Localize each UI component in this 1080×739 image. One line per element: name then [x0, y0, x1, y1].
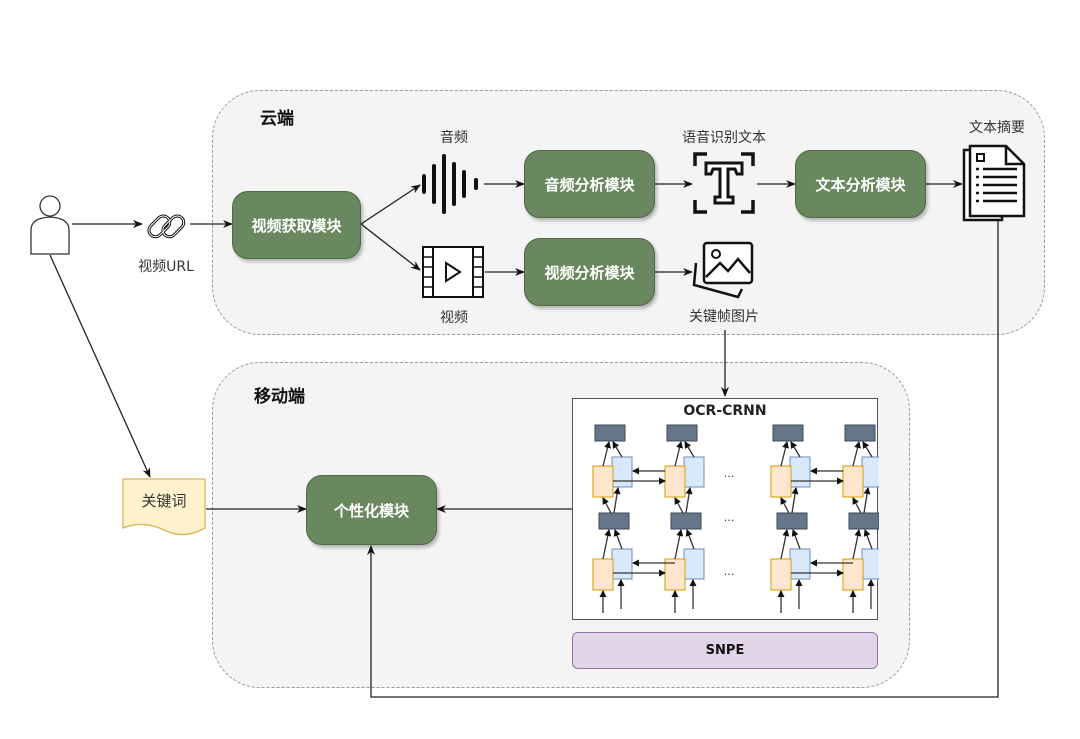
- lstm-backward-cell: [611, 456, 633, 488]
- cell-arrow: [862, 441, 873, 458]
- lstm-forward-cell: [842, 558, 864, 591]
- cell-arrow: [674, 529, 684, 560]
- feature-node: [776, 512, 808, 530]
- cell-arrow: [780, 441, 789, 467]
- keyframe-images-label: 关键帧图片: [689, 309, 759, 325]
- snpe-runtime: SNPE: [572, 632, 878, 669]
- cell-arrow: [852, 497, 862, 514]
- cloud-region-title: 云端: [260, 109, 294, 129]
- output-node: [594, 424, 626, 442]
- lstm-backward-cell: [683, 548, 705, 580]
- personalization-module[interactable]: 个性化模块: [306, 475, 437, 545]
- feature-node: [670, 512, 702, 530]
- cell-arrow: [852, 529, 862, 560]
- lstm-forward-cell: [842, 465, 864, 498]
- keyword-input[interactable]: 关键词: [122, 478, 206, 540]
- keyword-label: 关键词: [141, 492, 187, 510]
- lstm-forward-cell: [592, 465, 614, 498]
- text-summary-label: 文本摘要: [969, 120, 1025, 136]
- output-node: [666, 424, 698, 442]
- cell-arrow: [612, 441, 623, 458]
- cell-arrow: [685, 529, 695, 550]
- video-film-icon: [422, 246, 484, 298]
- cell-arrow: [780, 529, 790, 560]
- edge-user-keyword: [49, 254, 151, 478]
- text-analysis-module[interactable]: 文本分析模块: [795, 150, 926, 218]
- cell-arrow: [852, 441, 861, 467]
- cell-arrow: [791, 487, 799, 514]
- video-analysis-module[interactable]: 视频分析模块: [524, 238, 655, 306]
- cell-arrow: [602, 497, 612, 514]
- ocr-crnn-title: OCR-CRNN: [683, 403, 767, 419]
- lstm-forward-cell: [664, 558, 686, 591]
- ocr-crnn-box: OCR-CRNN .........: [572, 398, 879, 620]
- lstm-backward-cell: [789, 548, 811, 580]
- lstm-forward-cell: [770, 558, 792, 591]
- audio-analysis-module[interactable]: 音频分析模块: [524, 150, 655, 218]
- speech-text-label: 语音识别文本: [682, 130, 766, 146]
- ellipsis-label: ...: [724, 565, 735, 578]
- cell-arrow: [613, 487, 621, 514]
- cell-arrow: [674, 441, 683, 467]
- output-node: [772, 424, 804, 442]
- mobile-region-title: 移动端: [254, 387, 305, 407]
- cell-arrow: [674, 497, 684, 514]
- feature-node: [598, 512, 630, 530]
- crnn-network: .........: [592, 424, 879, 613]
- lstm-backward-cell: [683, 456, 705, 488]
- lstm-backward-cell: [789, 456, 811, 488]
- cell-arrow: [780, 497, 790, 514]
- lstm-forward-cell: [664, 465, 686, 498]
- video-url-label: 视频URL: [138, 259, 194, 275]
- cell-arrow: [685, 487, 693, 514]
- cell-arrow: [791, 529, 801, 550]
- cell-arrow: [863, 529, 873, 550]
- lstm-backward-cell: [861, 456, 879, 488]
- ellipsis-label: ...: [724, 467, 735, 480]
- cell-arrow: [790, 441, 801, 458]
- cell-arrow: [863, 487, 871, 514]
- cell-arrow: [602, 441, 611, 467]
- cell-arrow: [684, 441, 695, 458]
- lstm-backward-cell: [611, 548, 633, 580]
- audio-label: 音频: [440, 130, 468, 146]
- keyword-shape: [122, 478, 206, 536]
- text-recognition-icon: [693, 152, 755, 214]
- lstm-backward-cell: [861, 548, 879, 580]
- user-icon: [30, 195, 70, 255]
- output-node: [844, 424, 876, 442]
- lstm-forward-cell: [770, 465, 792, 498]
- edge-acq-video: [360, 223, 421, 271]
- edge-acq-audio: [360, 184, 421, 225]
- cell-arrow: [602, 529, 612, 560]
- lstm-forward-cell: [592, 558, 614, 591]
- edge-summary-personal: [367, 220, 999, 698]
- cell-arrow: [613, 529, 623, 550]
- video-acquisition-module[interactable]: 视频获取模块: [232, 191, 361, 259]
- keyframe-images-icon: [692, 241, 754, 299]
- feature-node: [848, 512, 879, 530]
- link-icon: [147, 214, 186, 239]
- ellipsis-label: ...: [724, 511, 735, 524]
- video-label: 视频: [440, 310, 468, 326]
- document-icon: [962, 144, 1026, 222]
- audio-waveform-icon: [422, 154, 478, 214]
